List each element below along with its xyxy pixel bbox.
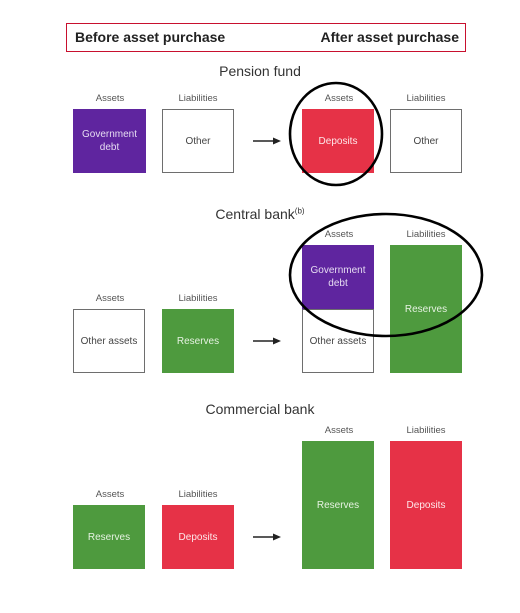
central-after-reserves-box: Reserves [390,245,462,373]
commercial-before-reserves-box: Reserves [73,505,145,569]
central-after-other-assets-box: Other assets [302,309,374,373]
pension-before-other-box: Other [162,109,234,173]
pension-before-liabilities-label: Liabilities [178,93,218,104]
after-asset-purchase-label: After asset purchase [320,29,459,45]
central-bank-title: Central bank(b) [0,206,520,222]
commercial-after-assets-label: Assets [324,425,354,436]
pension-before-government-debt-box: Government debt [73,109,146,173]
before-after-header: Before asset purchase After asset purcha… [66,23,466,52]
arrow-right-icon [253,137,281,145]
commercial-after-deposits-box: Deposits [390,441,462,569]
central-after-assets-label: Assets [324,229,354,240]
central-bank-highlight-ellipse [288,212,484,338]
pension-fund-title: Pension fund [219,63,301,79]
commercial-bank-title: Commercial bank [205,401,315,417]
pension-after-deposits-box: Deposits [302,109,374,173]
before-asset-purchase-label: Before asset purchase [75,29,226,45]
central-before-other-assets-box: Other assets [73,309,145,373]
pension-deposits-highlight-ellipse [288,81,384,187]
commercial-after-reserves-box: Reserves [302,441,374,569]
central-before-liabilities-label: Liabilities [178,293,218,304]
central-after-liabilities-label: Liabilities [406,229,446,240]
central-before-reserves-box: Reserves [162,309,234,373]
pension-after-liabilities-label: Liabilities [406,93,446,104]
central-before-assets-label: Assets [95,293,125,304]
pension-before-assets-label: Assets [95,93,125,104]
commercial-after-liabilities-label: Liabilities [406,425,446,436]
arrow-right-icon [253,533,281,541]
commercial-before-assets-label: Assets [95,489,125,500]
commercial-before-liabilities-label: Liabilities [178,489,218,500]
central-bank-title-text: Central bank [215,206,295,222]
central-bank-title-note: (b) [294,206,305,216]
arrow-right-icon [253,337,281,345]
central-after-government-debt-box: Government debt [302,245,374,309]
pension-after-other-box: Other [390,109,462,173]
commercial-before-deposits-box: Deposits [162,505,234,569]
pension-after-assets-label: Assets [324,93,354,104]
